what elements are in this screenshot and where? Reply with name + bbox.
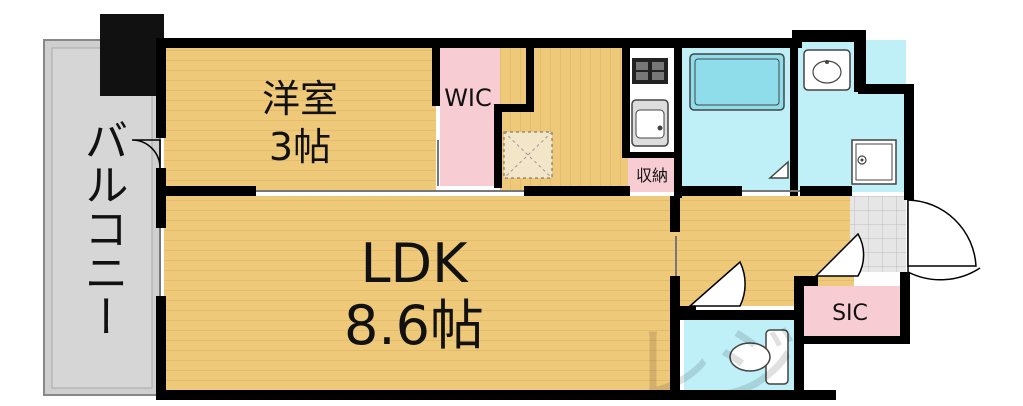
pipe-shaft <box>100 14 164 96</box>
kitchen-sink-icon <box>631 99 669 147</box>
western-room-floor <box>164 46 436 192</box>
shower-door-icon <box>768 160 789 179</box>
storage-label: 収納 <box>636 166 668 185</box>
sic-label: SIC <box>832 301 868 326</box>
wic-label: WIC <box>444 84 492 112</box>
balcony-area <box>43 39 161 396</box>
ldk-floor <box>164 196 676 396</box>
wic-floor <box>440 46 500 186</box>
ldk-size: 8.6帖 <box>344 294 484 357</box>
wash-basin-icon <box>803 49 851 91</box>
washing-machine-icon <box>851 139 897 185</box>
balcony-label: バルコニー <box>77 118 128 338</box>
western-room-size: 3帖 <box>269 125 331 169</box>
sliding-door-lines <box>159 140 800 296</box>
walls <box>156 30 914 400</box>
stove-icon <box>632 58 668 84</box>
toilet-icon <box>729 329 789 385</box>
storage-floor <box>628 156 676 192</box>
door-swings <box>131 139 981 307</box>
ldk-name: LDK <box>360 232 469 295</box>
watermark: レジ <box>630 316 798 406</box>
dashed-box <box>503 131 553 179</box>
western-room-name: 洋室 <box>262 77 338 121</box>
bathtub <box>689 53 785 111</box>
sic-floor <box>800 286 904 338</box>
